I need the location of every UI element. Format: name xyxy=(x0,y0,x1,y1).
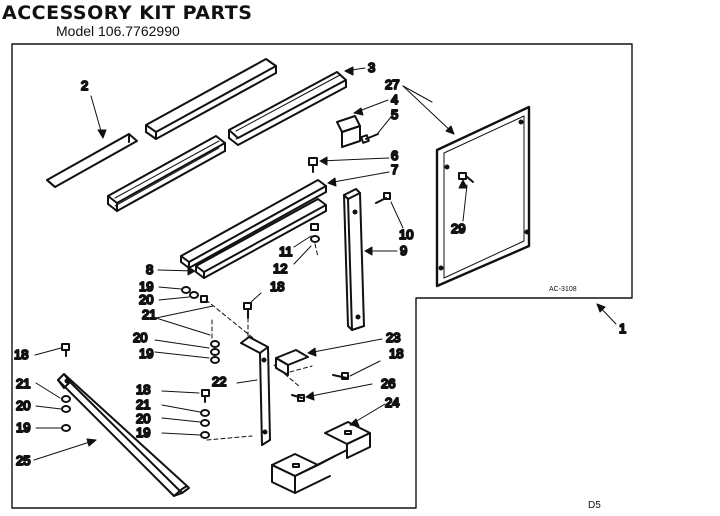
part-3-right-channel xyxy=(228,71,347,146)
callout-1: 1 xyxy=(619,321,626,336)
part-22-bracket xyxy=(240,336,271,446)
part-5-screw xyxy=(360,133,379,144)
callout-18d: 18 xyxy=(14,347,28,362)
part-9-post xyxy=(343,188,365,331)
callout-8: 8 xyxy=(146,262,153,277)
hardware-stack-lower xyxy=(200,389,210,439)
page-code: D5 xyxy=(588,500,601,511)
part-18-bolt-upper xyxy=(243,302,252,319)
page-title: ACCESSORY KIT PARTS xyxy=(2,2,253,24)
callout-21c: 21 xyxy=(136,397,150,412)
part-23-clip xyxy=(275,349,309,376)
callout-4: 4 xyxy=(391,92,398,107)
callout-19c: 19 xyxy=(16,420,30,435)
part-8-lower-rail xyxy=(195,198,327,279)
callout-29: 29 xyxy=(451,221,465,236)
part-11-nut xyxy=(310,223,319,231)
callout-7: 7 xyxy=(391,162,398,177)
hardware-stack-center xyxy=(210,340,220,364)
kit-outline-frame xyxy=(11,43,633,509)
callout-19b: 19 xyxy=(139,346,153,361)
part-6-bolt xyxy=(308,157,318,173)
callout-20c: 20 xyxy=(136,411,150,426)
callout-25: 25 xyxy=(16,453,30,468)
part-24-holder xyxy=(271,421,371,494)
part-25-long-bar xyxy=(57,373,190,497)
part-26-screw xyxy=(291,394,305,402)
part-12-washer xyxy=(310,235,320,243)
part-7-upper-rail xyxy=(180,179,327,269)
diagram-code: AC-3108 xyxy=(549,286,577,293)
callout-20b: 20 xyxy=(133,330,147,345)
part-3-lower-channel xyxy=(107,135,226,212)
part-3-upper-channel xyxy=(145,58,277,140)
part-2-short-channel xyxy=(46,133,138,188)
callout-3: 3 xyxy=(368,60,375,75)
callout-9: 9 xyxy=(400,243,407,258)
part-4-bracket xyxy=(336,115,361,148)
leader-lines xyxy=(33,66,617,461)
callout-18c: 18 xyxy=(136,382,150,397)
callout-10: 10 xyxy=(399,227,413,242)
callout-22: 22 xyxy=(212,374,226,389)
callout-18: 18 xyxy=(270,279,284,294)
callout-27: 27 xyxy=(385,77,399,92)
assembly-dashes xyxy=(205,243,319,441)
callout-18b: 18 xyxy=(389,346,403,361)
callout-21: 21 xyxy=(142,307,156,322)
part-18-screw-right xyxy=(332,372,349,380)
part-27-panel xyxy=(435,105,531,288)
callout-19: 19 xyxy=(139,279,153,294)
callout-24: 24 xyxy=(385,395,399,410)
hardware-upper-left xyxy=(181,286,208,303)
model-number: Model 106.7762990 xyxy=(56,23,180,39)
callout-26: 26 xyxy=(381,376,395,391)
callout-2: 2 xyxy=(81,78,88,93)
part-29-screw xyxy=(458,172,474,183)
callout-11: 11 xyxy=(279,244,293,259)
part-10-screw xyxy=(375,192,391,204)
callout-19d: 19 xyxy=(136,425,150,440)
callout-5: 5 xyxy=(391,107,398,122)
callout-20d: 20 xyxy=(16,398,30,413)
callout-20: 20 xyxy=(139,292,153,307)
callout-12: 12 xyxy=(273,261,287,276)
callout-23: 23 xyxy=(386,330,400,345)
callout-21b: 21 xyxy=(16,376,30,391)
hardware-stack-left xyxy=(61,343,71,432)
callout-6: 6 xyxy=(391,148,398,163)
